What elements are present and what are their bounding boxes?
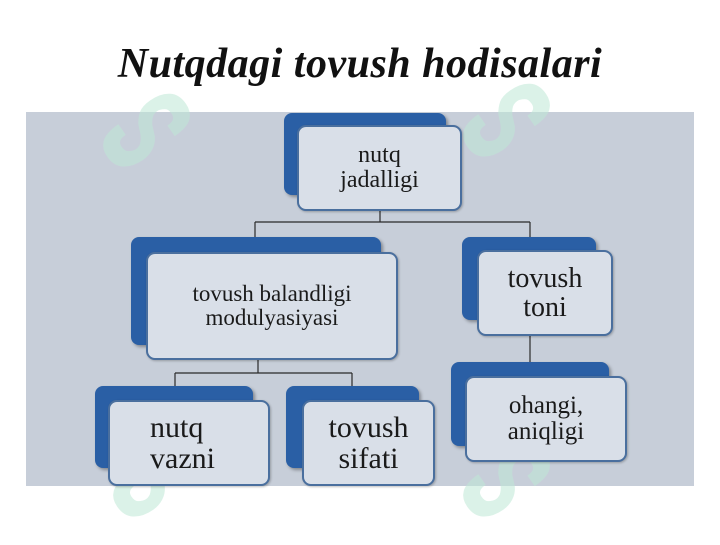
node-pitch-modulation-label: tovush balandligi modulyasiyasi <box>192 280 352 330</box>
node-root-label: nutq jadalligi <box>340 141 419 193</box>
node-sound-quality-label: tovush sifati <box>328 410 409 475</box>
node-clarity-label: ohangi, aniqligi <box>507 391 585 445</box>
node-tone-label: tovush toni <box>507 262 583 323</box>
slide-title: Nutqdagi tovush hodisalari <box>117 41 603 87</box>
node-speech-tempo-label: nutq vazni <box>150 410 215 475</box>
